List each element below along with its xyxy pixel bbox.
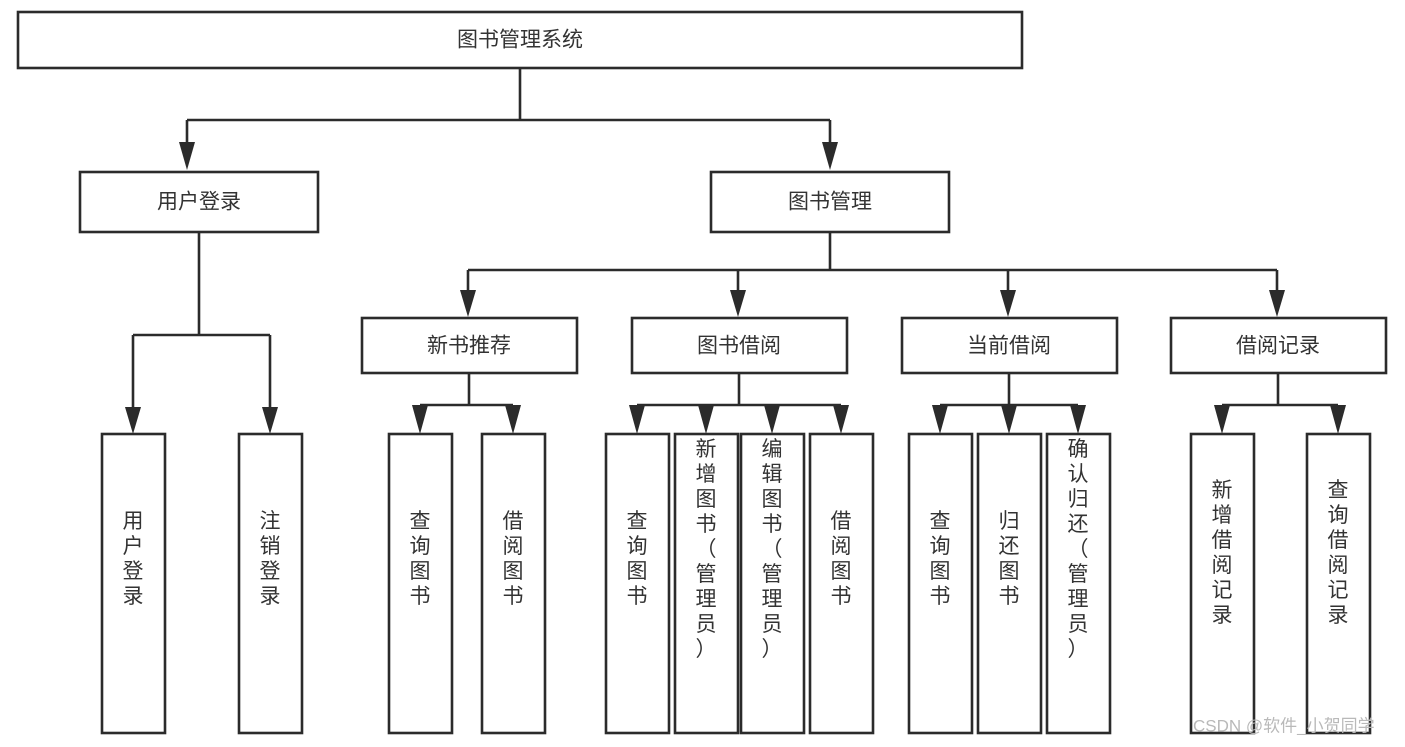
node-label-book-borrow: 图书借阅 [697, 335, 781, 358]
node-leaf-编辑图书管理员[interactable]: 编辑图书（管理员） [739, 432, 806, 735]
node-label-leaf-add-borrow-record: 新增借阅记录 [1212, 479, 1233, 627]
node-leaf-注销登录[interactable]: 注销登录 [237, 432, 304, 735]
arrow-head-icon [730, 290, 746, 317]
connector-currentborrow-to-leaves [932, 373, 1086, 434]
node-box-leaf-borrow-book-1[interactable] [480, 432, 547, 735]
node-box-leaf-edit-book-admin[interactable] [739, 432, 806, 735]
node-box-leaf-add-book-admin[interactable] [673, 432, 740, 735]
node-leaf-新增图书管理员[interactable]: 新增图书（管理员） [673, 432, 740, 735]
arrow-head-icon [179, 142, 195, 170]
node-box-borrow-record[interactable] [1169, 316, 1388, 375]
node-leaf-查询图书-newbook[interactable]: 查询图书 [387, 432, 454, 735]
node-level3-借阅记录[interactable]: 借阅记录 [1169, 316, 1388, 375]
arrow-head-icon [262, 407, 278, 434]
node-level3-新书推荐[interactable]: 新书推荐 [360, 316, 579, 375]
node-label-current-borrow: 当前借阅 [967, 335, 1051, 358]
node-label-root: 图书管理系统 [457, 29, 583, 52]
node-box-leaf-confirm-return-admin[interactable] [1045, 432, 1112, 735]
node-label-leaf-query-book-2: 查询图书 [627, 510, 648, 608]
node-leaf-借阅图书-bookborrow[interactable]: 借阅图书 [808, 432, 875, 735]
node-label-leaf-logout: 注销登录 [260, 510, 281, 608]
node-label-leaf-query-book-1: 查询图书 [410, 510, 431, 608]
node-label-leaf-query-borrow-record: 查询借阅记录 [1328, 479, 1349, 627]
connector-userlogin-to-leaves [125, 232, 278, 434]
node-level3-图书借阅[interactable]: 图书借阅 [630, 316, 849, 375]
node-box-current-borrow[interactable] [900, 316, 1119, 375]
node-label-borrow-record: 借阅记录 [1236, 335, 1320, 358]
node-leaf-借阅图书-newbook[interactable]: 借阅图书 [480, 432, 547, 735]
node-box-book-borrow[interactable] [630, 316, 849, 375]
arrow-head-icon [1001, 405, 1017, 434]
csdn-watermark: CSDN @软件_小贺同学 [1193, 716, 1375, 735]
arrow-head-icon [698, 405, 714, 434]
node-box-leaf-return-book[interactable] [976, 432, 1043, 735]
node-label-leaf-borrow-book-1: 借阅图书 [503, 510, 524, 608]
node-leaf-查询图书-currentborrow[interactable]: 查询图书 [907, 432, 974, 735]
arrow-head-icon [932, 405, 948, 434]
connector-root-to-level2 [179, 68, 838, 170]
node-leaf-用户登录[interactable]: 用户登录 [100, 432, 167, 735]
node-leaf-归还图书[interactable]: 归还图书 [976, 432, 1043, 735]
node-leaf-确认归还管理员[interactable]: 确认归还（管理员） [1045, 432, 1112, 735]
connector-bookborrow-to-leaves [629, 373, 849, 434]
node-box-leaf-add-borrow-record[interactable] [1189, 432, 1256, 735]
arrow-head-icon [1070, 405, 1086, 434]
arrow-head-icon [125, 407, 141, 434]
node-box-root[interactable] [16, 10, 1024, 70]
arrow-head-icon [412, 405, 428, 434]
connector-newbook-to-leaves [412, 373, 521, 434]
node-box-leaf-query-book-3[interactable] [907, 432, 974, 735]
node-root-图书管理系统[interactable]: 图书管理系统 [16, 10, 1024, 70]
node-level2-用户登录[interactable]: 用户登录 [78, 170, 320, 234]
node-box-book-management[interactable] [709, 170, 951, 234]
arrow-head-icon [1000, 290, 1016, 317]
connector-borrowrecord-to-leaves [1214, 373, 1346, 434]
node-box-leaf-borrow-book-2[interactable] [808, 432, 875, 735]
node-label-leaf-confirm-return-admin: 确认归还（管理员） [1068, 438, 1089, 661]
node-label-user-login: 用户登录 [157, 191, 241, 214]
node-label-leaf-return-book: 归还图书 [999, 510, 1020, 608]
node-label-leaf-borrow-book-2: 借阅图书 [831, 510, 852, 608]
arrow-head-icon [505, 405, 521, 434]
arrow-head-icon [460, 290, 476, 317]
node-level3-当前借阅[interactable]: 当前借阅 [900, 316, 1119, 375]
node-label-leaf-add-book-admin: 新增图书（管理员） [696, 438, 717, 661]
node-label-leaf-edit-book-admin: 编辑图书（管理员） [762, 438, 783, 661]
node-box-new-book-recommend[interactable] [360, 316, 579, 375]
node-leaf-查询图书-bookborrow[interactable]: 查询图书 [604, 432, 671, 735]
node-box-leaf-logout[interactable] [237, 432, 304, 735]
node-leaf-查询借阅记录[interactable]: 查询借阅记录 [1305, 432, 1372, 735]
arrow-head-icon [1214, 405, 1230, 434]
arrow-head-icon [764, 405, 780, 434]
arrow-head-icon [1330, 405, 1346, 434]
node-label-new-book-recommend: 新书推荐 [427, 335, 511, 358]
node-box-leaf-user-login[interactable] [100, 432, 167, 735]
node-label-leaf-query-book-3: 查询图书 [930, 510, 951, 608]
arrow-head-icon [1269, 290, 1285, 317]
node-leaf-新增借阅记录[interactable]: 新增借阅记录 [1189, 432, 1256, 735]
node-box-leaf-query-book-2[interactable] [604, 432, 671, 735]
arrow-head-icon [822, 142, 838, 170]
node-label-book-management: 图书管理 [788, 191, 872, 214]
node-box-leaf-query-book-1[interactable] [387, 432, 454, 735]
arrow-head-icon [833, 405, 849, 434]
node-label-leaf-user-login: 用户登录 [123, 510, 144, 608]
node-box-leaf-query-borrow-record[interactable] [1305, 432, 1372, 735]
node-level2-图书管理[interactable]: 图书管理 [709, 170, 951, 234]
connector-bookmgmt-to-level3 [460, 232, 1285, 317]
node-box-user-login[interactable] [78, 170, 320, 234]
arrow-head-icon [629, 405, 645, 434]
